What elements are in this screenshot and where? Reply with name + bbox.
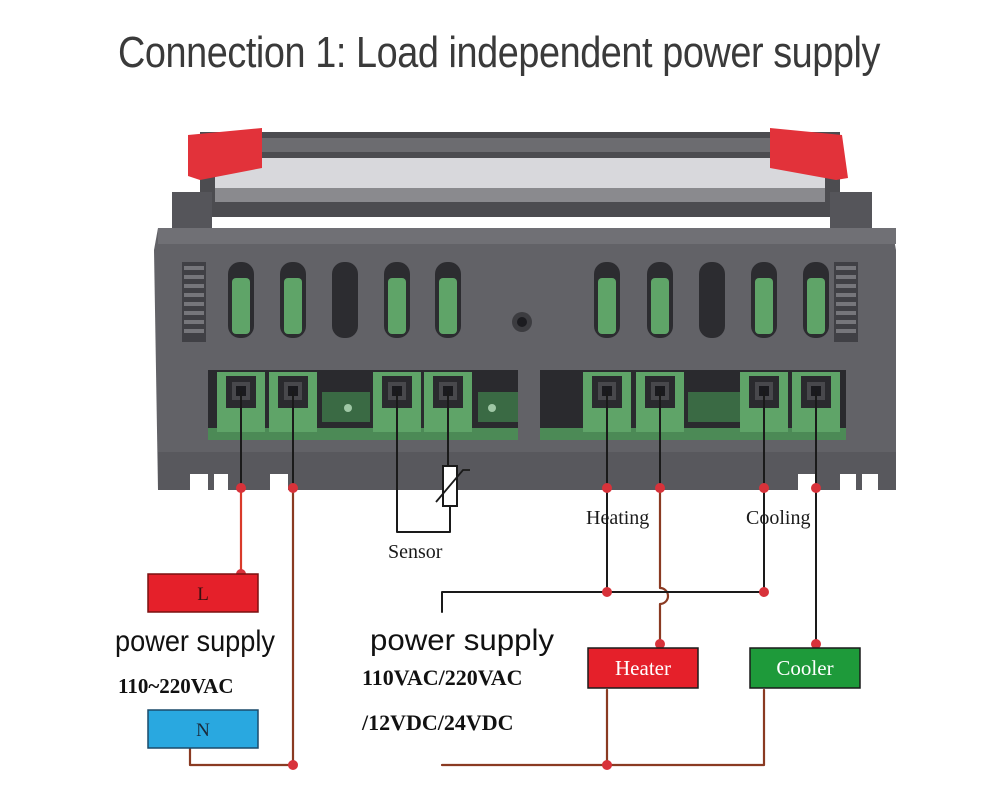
mains-L-label: L bbox=[197, 584, 209, 605]
right-red-tab bbox=[770, 128, 848, 180]
wire-return bbox=[440, 688, 766, 767]
vent-slot bbox=[751, 262, 777, 338]
vent-slot bbox=[699, 262, 725, 338]
wire-common bbox=[441, 591, 765, 613]
heater-box: Heater bbox=[587, 647, 699, 689]
sensor-label: Sensor bbox=[388, 541, 443, 563]
diagram-title: Connection 1: Load independent power sup… bbox=[117, 28, 881, 77]
edge-vent bbox=[182, 262, 206, 342]
cooling-label: Cooling bbox=[746, 507, 810, 529]
wire-brown-N bbox=[188, 486, 295, 767]
mains-L-box: L bbox=[147, 573, 259, 613]
vent-slot bbox=[803, 262, 829, 338]
heater-label: Heater bbox=[615, 656, 671, 680]
vent-slots bbox=[182, 262, 858, 342]
rear-body bbox=[154, 228, 896, 490]
load-voltage-label-1: 110VAC/220VAC bbox=[362, 665, 523, 690]
vent-slot bbox=[332, 262, 358, 338]
cooler-label: Cooler bbox=[776, 656, 833, 680]
vent-slot bbox=[647, 262, 673, 338]
load-voltage-label-2: /12VDC/24VDC bbox=[361, 710, 514, 735]
wire-sensor-left bbox=[396, 391, 451, 533]
load-power-supply-label: power supply bbox=[370, 624, 554, 657]
mains-N-label: N bbox=[196, 720, 210, 741]
vent-slot bbox=[384, 262, 410, 338]
sensor-thermistor-symbol bbox=[435, 465, 470, 507]
heating-label: Heating bbox=[586, 507, 649, 529]
wire-heating-2-brown bbox=[658, 486, 670, 646]
mains-voltage-label: 110~220VAC bbox=[118, 674, 234, 698]
vent-slot bbox=[228, 262, 254, 338]
left-red-tab bbox=[188, 128, 262, 180]
mains-power-supply-label: power supply bbox=[115, 625, 275, 658]
edge-vent bbox=[834, 262, 858, 342]
vent-slot bbox=[594, 262, 620, 338]
cooler-box: Cooler bbox=[749, 647, 861, 689]
vent-slot bbox=[280, 262, 306, 338]
vent-slot bbox=[435, 262, 461, 338]
terminal-screw bbox=[269, 372, 317, 432]
mains-N-box: N bbox=[147, 709, 259, 749]
